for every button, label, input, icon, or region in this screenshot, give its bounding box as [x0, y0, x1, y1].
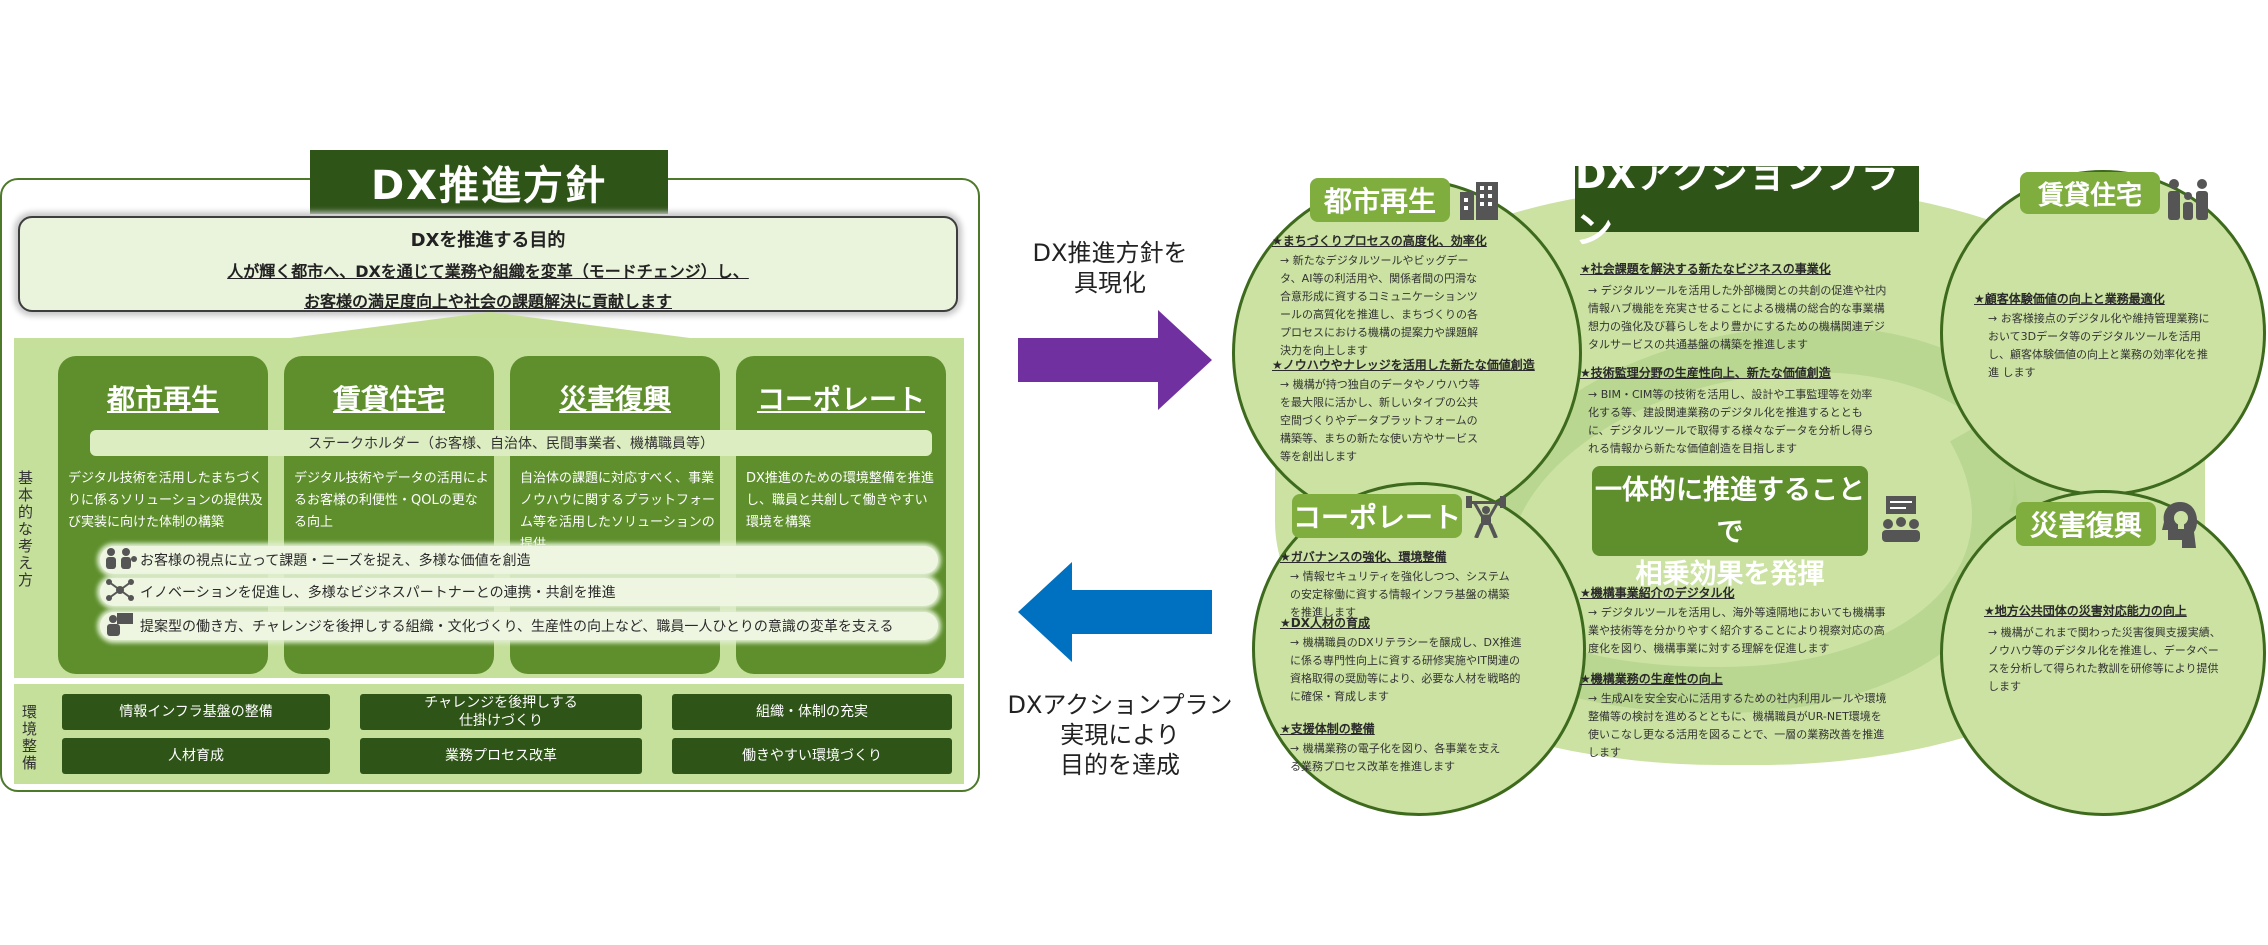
principle-text: 提案型の働き方、チャレンジを後押しする組織・文化づくり、生産性の向上など、職員一…	[140, 619, 894, 635]
pillar-text: DX推進のための環境整備を推進し、職員と共創して働きやすい 環境を構築	[746, 471, 934, 530]
city-item-head: ★まちづくりプロセスの高度化、効率化	[1272, 234, 1487, 248]
rental-circle	[1940, 170, 2266, 496]
pillar-text: デジタル技術やデータの活用によるお客様の利便性・QOLの更なる向上	[294, 471, 489, 530]
synergy-text-1: 一体的に推進することで	[1595, 475, 1865, 548]
lightbulb-head-icon	[2160, 500, 2200, 556]
city-item-body: → 機構が持つ独自のデータやノウハウ等を最大限に活かし、新しいタイプの公共空間づ…	[1280, 378, 1480, 463]
middle-top-item-body: → BIM・CIM等の技術を活用し、設計や工事監理等を効率化する等、建設関連業務…	[1588, 388, 1874, 455]
building-icon	[1458, 180, 1500, 228]
env-item: 組織・体制の充実	[672, 694, 952, 730]
weightlifter-icon	[1466, 494, 1506, 546]
corporate-item-body: → 情報セキュリティを強化しつつ、システムの安定稼働に資する情報インフラ基盤の構…	[1290, 570, 1510, 619]
principle-item: お客様の視点に立って課題・ニーズを捉え、多様な価値を創造	[100, 546, 938, 574]
middle-top-item-body: → デジタルツールを活用した外部機関との共創の促進や社内情報ハブ機能を充実させる…	[1588, 284, 1887, 351]
middle-top-item-head: ★社会課題を解決する新たなビジネスの事業化	[1580, 262, 1831, 276]
env-item: 業務プロセス改革	[360, 738, 642, 774]
rental-tag: 賃貸住宅	[2020, 172, 2160, 214]
action-plan-title: DXアクションプラン	[1575, 153, 1919, 252]
principle-item: 提案型の働き方、チャレンジを後押しする組織・文化づくり、生産性の向上など、職員一…	[100, 612, 938, 640]
disaster-tag: 災害復興	[2016, 502, 2156, 546]
purpose-line-1: 人が輝く都市へ、DXを通じて業務や組織を変革（モードチェンジ）し、	[227, 262, 749, 281]
city-item-head: ★ノウハウやナレッジを活用した新たな価値創造	[1272, 358, 1535, 372]
purpose-box: DXを推進する目的 人が輝く都市へ、DXを通じて業務や組織を変革（モードチェンジ…	[18, 216, 958, 312]
purpose-title: DXを推進する目的	[410, 230, 566, 251]
pillar-title: 災害復興	[558, 383, 671, 416]
middle-bottom-item-body: → デジタルツールを活用し、海外等遠隔地においても機構事業や技術等を分かりやすく…	[1588, 606, 1886, 655]
middle-bottom-item-head: ★機構業務の生産性の向上	[1580, 672, 1723, 686]
rental-item-body: → お客様接点のデジタル化や維持管理業務に おいて3Dデータ等のデジタルツールを…	[1988, 312, 2210, 379]
city-tag: 都市再生	[1310, 178, 1450, 222]
corporate-tag: コーポレート	[1292, 494, 1462, 538]
corporate-item-head: ★ガバナンスの強化、環境整備	[1280, 550, 1447, 564]
disaster-item-body: → 機構がこれまで関わった災害復興支援実績、ノウハウ等のデジタル化を推進し、デー…	[1988, 626, 2221, 693]
pillar-title: 賃貸住宅	[332, 383, 445, 416]
middle-top-item-head: ★技術監理分野の生産性向上、新たな価値創造	[1580, 366, 1831, 380]
presenter-icon	[100, 612, 140, 641]
principle-text: イノベーションを促進し、多様なビジネスパートナーとの連携・共創を推進	[140, 585, 616, 601]
pillar-text: 自治体の課題に対応すべく、事業ノウハウに関するプラットフォーム等を活用したソリュ…	[520, 471, 716, 552]
purpose-line-2: お客様の満足度向上や社会の課題解決に貢献します	[303, 292, 672, 311]
family-icon	[2164, 178, 2212, 228]
people-icon	[100, 547, 140, 574]
corporate-item-body: → 機構業務の電子化を図り、各事業を支える業務プロセス改革を推進します	[1290, 742, 1501, 773]
stakeholder-bar: ステークホルダー（お客様、自治体、民間事業者、機構職員等）	[90, 430, 932, 456]
corporate-item-body: → 機構職員のDXリテラシーを醸成し、DX推進に係る専門性向上に資する研修実施や…	[1290, 636, 1522, 703]
basic-concepts-label: 基本的な考え方	[18, 469, 34, 589]
pillar-title: 都市再生	[106, 383, 219, 416]
corporate-item-head: ★支援体制の整備	[1280, 722, 1375, 736]
pillar-title: コーポレート	[756, 383, 925, 416]
synergy-text-2: 相乗効果を発揮	[1635, 559, 1825, 590]
right-arrow-shape	[1018, 310, 1212, 410]
corporate-item-head: ★DX人材の育成	[1280, 616, 1370, 630]
city-item-body: → 新たなデジタルツールやビッグデータ、AI等の利活用や、関係者間の円滑な合意形…	[1280, 254, 1478, 357]
policy-title: DX推進方針	[310, 150, 668, 214]
principle-text: お客様の視点に立って課題・ニーズを捉え、多様な価値を創造	[140, 553, 531, 569]
right-arrow	[1018, 310, 1212, 410]
pillar-text: デジタル技術を活用したまちづくりに係るソリューションの提供及び実装に向けた体制の…	[68, 471, 263, 530]
network-icon	[100, 578, 140, 607]
middle-bottom-item-head: ★機構事業紹介のデジタル化	[1580, 586, 1735, 600]
left-arrow	[1018, 562, 1212, 662]
meeting-icon	[1880, 496, 1922, 550]
synergy-box: 一体的に推進することで 相乗効果を発揮	[1592, 466, 1868, 590]
environment-label: 環境整備	[22, 703, 38, 772]
rental-item-head: ★顧客体験価値の向上と業務最適化	[1974, 292, 2165, 306]
principle-item: イノベーションを促進し、多様なビジネスパートナーとの連携・共創を推進	[100, 578, 938, 606]
embody-caption: DX推進方針を 具現化	[1032, 239, 1188, 297]
env-item: チャレンジを後押しする 仕掛けづくり	[360, 694, 642, 730]
env-item: 人材育成	[62, 738, 330, 774]
purpose-arrow	[290, 312, 690, 338]
middle-bottom-item-body: → 生成AIを安全安心に活用するための社内利用ルールや環境整備等の検討を進めると…	[1588, 692, 1887, 759]
env-item: 情報インフラ基盤の整備	[62, 694, 330, 730]
left-arrow-shape	[1018, 562, 1212, 662]
achieve-caption: DXアクションプラン 実現により 目的を達成	[1007, 691, 1233, 779]
env-item: 働きやすい環境づくり	[672, 738, 952, 774]
disaster-item-head: ★地方公共団体の災害対応能力の向上	[1984, 604, 2187, 618]
